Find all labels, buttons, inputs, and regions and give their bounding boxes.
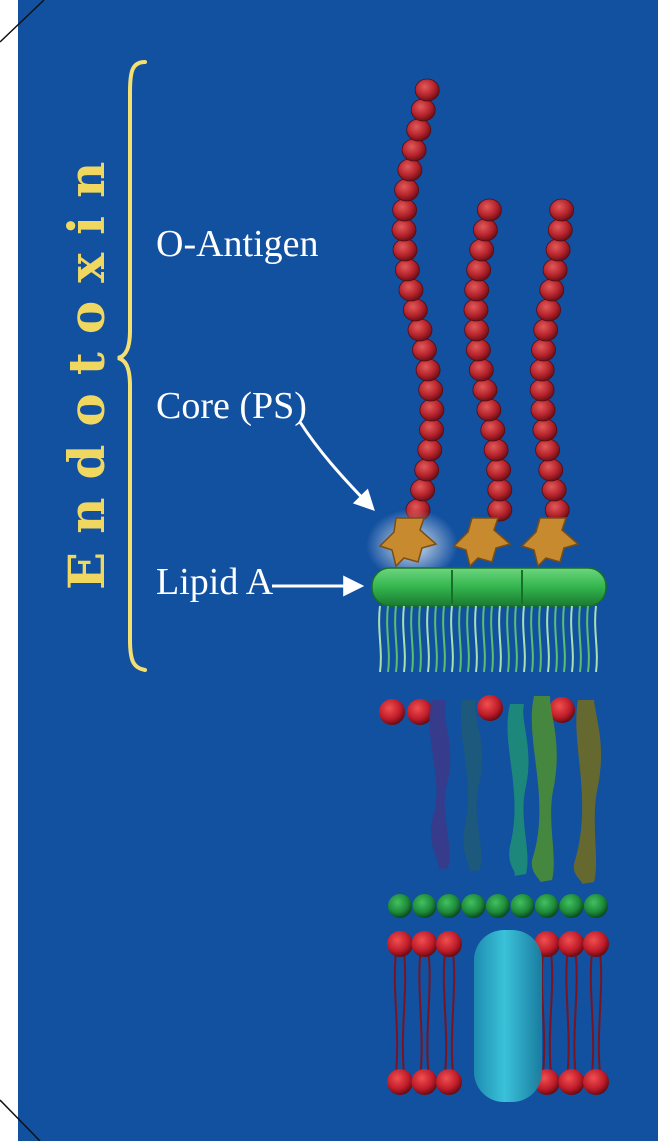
o-antigen-bead [408,319,432,341]
o-antigen-bead [548,219,572,241]
o-antigen-bead [411,99,435,121]
inner-leaflet-head [486,894,510,918]
o-antigen-bead [415,79,439,101]
inner-leaflet-head [535,894,559,918]
phospholipid-head [559,1069,585,1095]
o-antigen-bead [395,179,419,201]
o-antigen-bead [418,439,442,461]
o-antigen-bead [393,199,417,221]
o-antigen-bead [484,439,508,461]
o-antigen-bead [402,139,426,161]
o-antigen-bead [416,359,440,381]
phospholipid-head [436,931,462,957]
o-antigen-bead [477,199,501,221]
core-label: Core (PS) [156,385,307,427]
phospholipid-head [379,699,405,725]
inner-membrane-outer-heads [388,894,608,918]
o-antigen-bead [407,119,431,141]
o-antigen-bead [393,239,417,261]
phospholipid-head [387,931,413,957]
o-antigen-bead [467,259,491,281]
o-antigen-bead [398,159,422,181]
lipid-a-bar [372,568,606,606]
inner-leaflet-head [437,894,461,918]
endotoxin-title: Endotoxin [57,144,116,590]
o-antigen-bead [546,239,570,261]
inner-leaflet-head [560,894,584,918]
o-antigen-bead [419,379,443,401]
o-antigen-bead [465,279,489,301]
o-antigen-bead [469,359,493,381]
o-antigen-bead [464,299,488,321]
o-antigen-bead [473,219,497,241]
inner-leaflet-head [511,894,535,918]
o-antigen-bead [534,319,558,341]
o-antigen-bead [412,339,436,361]
o-antigen-bead [420,399,444,421]
o-antigen-bead [543,259,567,281]
phospholipid-head [412,931,438,957]
o-antigen-bead [415,459,439,481]
phospholipid-head [387,1069,413,1095]
o-antigen-bead [465,319,489,341]
o-antigen-bead [540,279,564,301]
o-antigen-bead [411,479,435,501]
phospholipid-head [477,695,503,721]
core-oligosaccharides [380,518,578,566]
o-antigen-bead [392,219,416,241]
inner-leaflet-head [413,894,437,918]
o-antigen-bead [395,259,419,281]
inner-leaflet-head [388,894,412,918]
o-antigen-bead [533,419,557,441]
o-antigen-bead [487,459,511,481]
o-antigen-bead [536,439,560,461]
o-antigen-bead [542,479,566,501]
inner-leaflet-head [462,894,486,918]
o-antigen-bead [403,299,427,321]
membrane-porin [474,930,542,1102]
o-antigen-bead [481,419,505,441]
o-antigen-bead [532,339,556,361]
o-antigen-bead [477,399,501,421]
o-antigen-bead [399,279,423,301]
phospholipid-head [436,1069,462,1095]
o-antigen-bead [420,419,444,441]
phospholipid-head [583,931,609,957]
o-antigen-bead [539,459,563,481]
inner-leaflet-head [584,894,608,918]
o-antigen-bead [466,339,490,361]
lipid-a-label: Lipid A [156,561,274,603]
o-antigen-bead [488,479,512,501]
o-antigen-label: O-Antigen [156,223,319,265]
o-antigen-bead [530,379,554,401]
lipid-a-layer [372,568,606,606]
o-antigen-bead [530,359,554,381]
o-antigen-bead [473,379,497,401]
phospholipid-head [412,1069,438,1095]
phospholipid-head [407,699,433,725]
o-antigen-bead [531,399,555,421]
o-antigen-bead [550,199,574,221]
phospholipid-head [559,931,585,957]
o-antigen-bead [470,239,494,261]
phospholipid-head [583,1069,609,1095]
o-antigen-bead [537,299,561,321]
